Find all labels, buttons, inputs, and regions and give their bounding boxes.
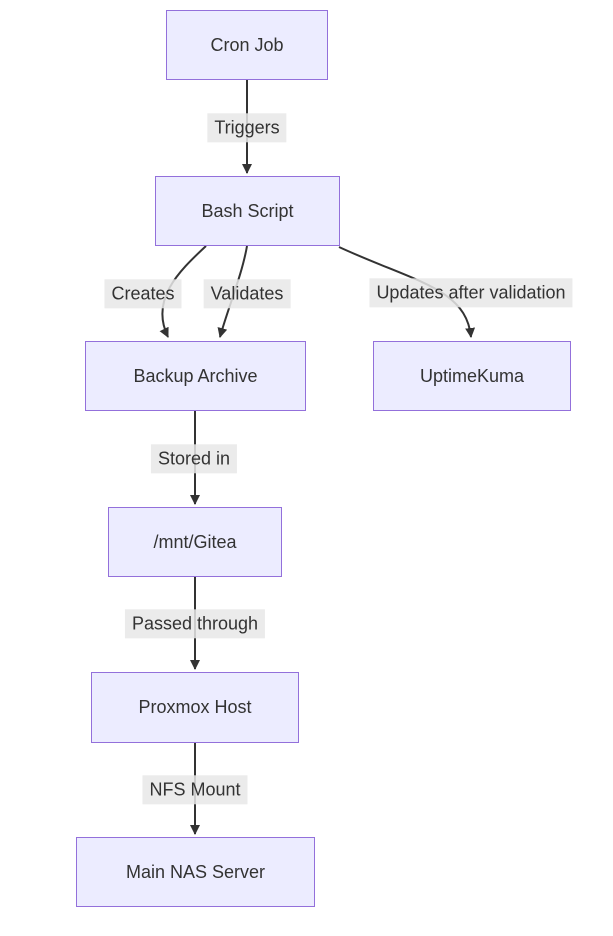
node-proxmox-host: Proxmox Host <box>91 672 299 743</box>
edge-label-triggers: Triggers <box>207 113 287 143</box>
edge-label-nfs-mount: NFS Mount <box>142 775 248 805</box>
node-main-nas-server: Main NAS Server <box>76 837 315 907</box>
edge-label-stored-in: Stored in <box>150 444 238 474</box>
node-mnt-gitea: /mnt/Gitea <box>108 507 282 577</box>
edge-label-validates: Validates <box>203 279 291 309</box>
edge-label-creates: Creates <box>104 279 182 309</box>
edge-label-updates-after-validation: Updates after validation <box>369 278 573 308</box>
node-uptimekuma: UptimeKuma <box>373 341 571 411</box>
edge-label-passed-through: Passed through <box>124 609 266 639</box>
node-bash-script: Bash Script <box>155 176 340 246</box>
node-cron-job: Cron Job <box>166 10 328 80</box>
node-backup-archive: Backup Archive <box>85 341 306 411</box>
